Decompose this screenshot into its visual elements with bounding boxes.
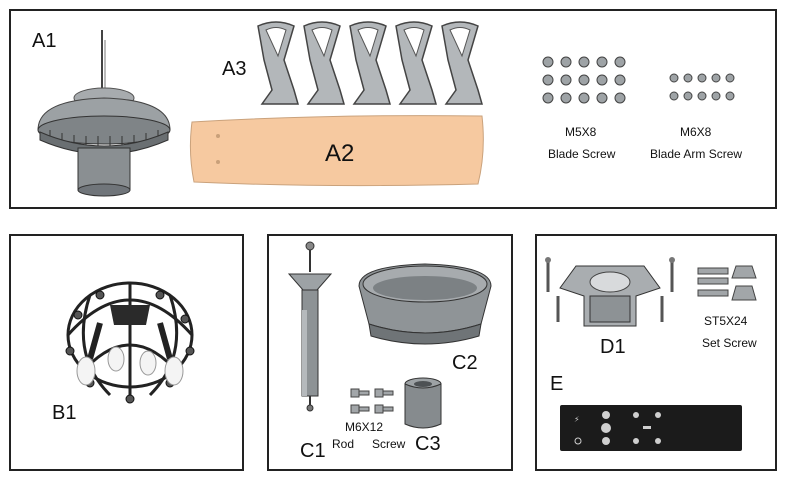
canopy-illustration bbox=[358, 263, 492, 345]
remote-control-illustration: ⚡ bbox=[560, 405, 742, 451]
label-m6x8: M6X8 bbox=[680, 125, 712, 139]
label-screw: Screw bbox=[372, 437, 406, 451]
svg-text:⚡: ⚡ bbox=[574, 415, 580, 424]
set-screws-illustration bbox=[697, 265, 757, 301]
light-cage-illustration bbox=[65, 281, 195, 404]
rod-screws-illustration bbox=[350, 388, 394, 414]
blade-arms-illustration bbox=[257, 21, 483, 105]
label-c3: C3 bbox=[415, 433, 441, 455]
label-e: E bbox=[550, 373, 564, 395]
blade-screws-illustration bbox=[542, 56, 626, 104]
label-d1: D1 bbox=[600, 336, 626, 358]
label-c2: C2 bbox=[452, 352, 478, 374]
coupling-cover-illustration bbox=[404, 377, 442, 429]
fan-blade-illustration bbox=[189, 115, 484, 187]
downrod-illustration bbox=[287, 241, 333, 412]
label-m5x8: M5X8 bbox=[565, 125, 597, 139]
label-a3: A3 bbox=[222, 58, 247, 80]
label-a1: A1 bbox=[32, 30, 57, 52]
label-set-screw: Set Screw bbox=[702, 336, 757, 350]
label-rod: Rod bbox=[332, 437, 355, 451]
blade-arm-screws-illustration bbox=[669, 73, 735, 101]
label-m6x12: M6X12 bbox=[345, 420, 384, 434]
label-blade-arm-screw: Blade Arm Screw bbox=[650, 147, 743, 161]
motor-housing-illustration bbox=[37, 30, 171, 197]
panel-b-light-kit bbox=[9, 234, 244, 471]
label-a2: A2 bbox=[325, 140, 355, 167]
mounting-bracket-illustration bbox=[545, 257, 675, 327]
label-b1: B1 bbox=[52, 402, 77, 424]
label-c1: C1 bbox=[300, 440, 326, 462]
label-blade-screw: Blade Screw bbox=[548, 147, 616, 161]
label-st5x24: ST5X24 bbox=[704, 314, 748, 328]
